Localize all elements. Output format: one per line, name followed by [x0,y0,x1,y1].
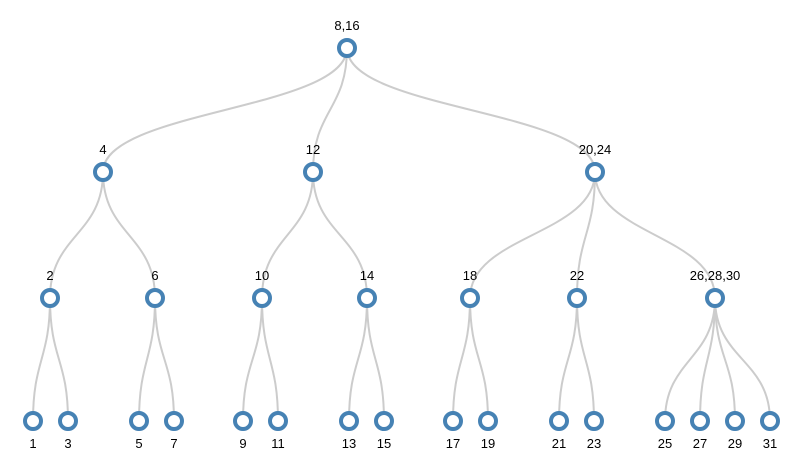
node-label: 31 [763,436,777,451]
node-label: 29 [728,436,742,451]
links-layer [32,47,771,422]
node-label: 7 [170,436,177,451]
tree-node-20-24[interactable] [585,162,605,182]
tree-node-5[interactable] [129,411,149,431]
node-label: 17 [446,436,460,451]
tree-link [49,297,69,422]
tree-link [452,297,471,422]
node-label: 1 [29,436,36,451]
tree-link [348,297,368,422]
tree-link [576,171,596,299]
tree-node-1[interactable] [23,411,43,431]
tree-node-15[interactable] [374,411,394,431]
node-label: 21 [552,436,566,451]
node-label: 14 [360,268,374,283]
tree-link [699,297,716,422]
tree-node-3[interactable] [58,411,78,431]
tree-link [576,297,595,422]
tree-node-23[interactable] [584,411,604,431]
tree-node-8-16[interactable] [337,38,357,58]
node-label: 12 [306,142,320,157]
node-label: 18 [463,268,477,283]
node-label: 11 [271,436,285,451]
node-label: 10 [255,268,269,283]
tree-node-22[interactable] [567,288,587,308]
tree-node-14[interactable] [357,288,377,308]
tree-link [261,171,314,299]
node-label: 27 [693,436,707,451]
tree-node-29[interactable] [725,411,745,431]
tree-node-26-28-30[interactable] [705,288,725,308]
node-label: 5 [135,436,142,451]
tree-link [312,47,348,173]
node-label: 26,28,30 [690,268,741,283]
node-label: 15 [377,436,391,451]
tree-node-21[interactable] [549,411,569,431]
tree-node-17[interactable] [443,411,463,431]
tree-node-10[interactable] [252,288,272,308]
node-label: 6 [151,268,158,283]
node-label: 22 [570,268,584,283]
tree-link [154,297,175,422]
node-label: 25 [658,436,672,451]
tree-link [714,297,736,422]
tree-link [664,297,716,422]
node-label: 2 [46,268,53,283]
tree-link [242,297,263,422]
tree-node-27[interactable] [690,411,710,431]
tree-node-12[interactable] [303,162,323,182]
tree-link [469,297,489,422]
tree-node-18[interactable] [460,288,480,308]
node-label: 13 [342,436,356,451]
tree-node-9[interactable] [233,411,253,431]
tree-link [594,171,716,299]
tree-link [102,171,156,299]
tree-link [714,297,771,422]
tree-node-2[interactable] [40,288,60,308]
tree-link [312,171,368,299]
tree-node-31[interactable] [760,411,780,431]
node-label: 19 [481,436,495,451]
node-label: 8,16 [334,18,359,33]
tree-link [49,171,104,299]
tree-node-6[interactable] [145,288,165,308]
node-label: 20,24 [579,142,612,157]
tree-node-19[interactable] [478,411,498,431]
node-label: 3 [64,436,71,451]
tree-link [102,47,348,173]
tree-link [346,47,596,173]
tree-node-7[interactable] [164,411,184,431]
tree-node-11[interactable] [268,411,288,431]
tree-node-13[interactable] [339,411,359,431]
node-label: 23 [587,436,601,451]
tree-link [558,297,578,422]
tree-node-25[interactable] [655,411,675,431]
tree-link [469,171,596,299]
tree-node-4[interactable] [93,162,113,182]
nodes-layer [23,38,780,431]
tree-link [261,297,279,422]
tree-link [366,297,385,422]
tree-link [138,297,156,422]
node-label: 4 [99,142,106,157]
node-label: 9 [239,436,246,451]
tree-link [32,297,51,422]
